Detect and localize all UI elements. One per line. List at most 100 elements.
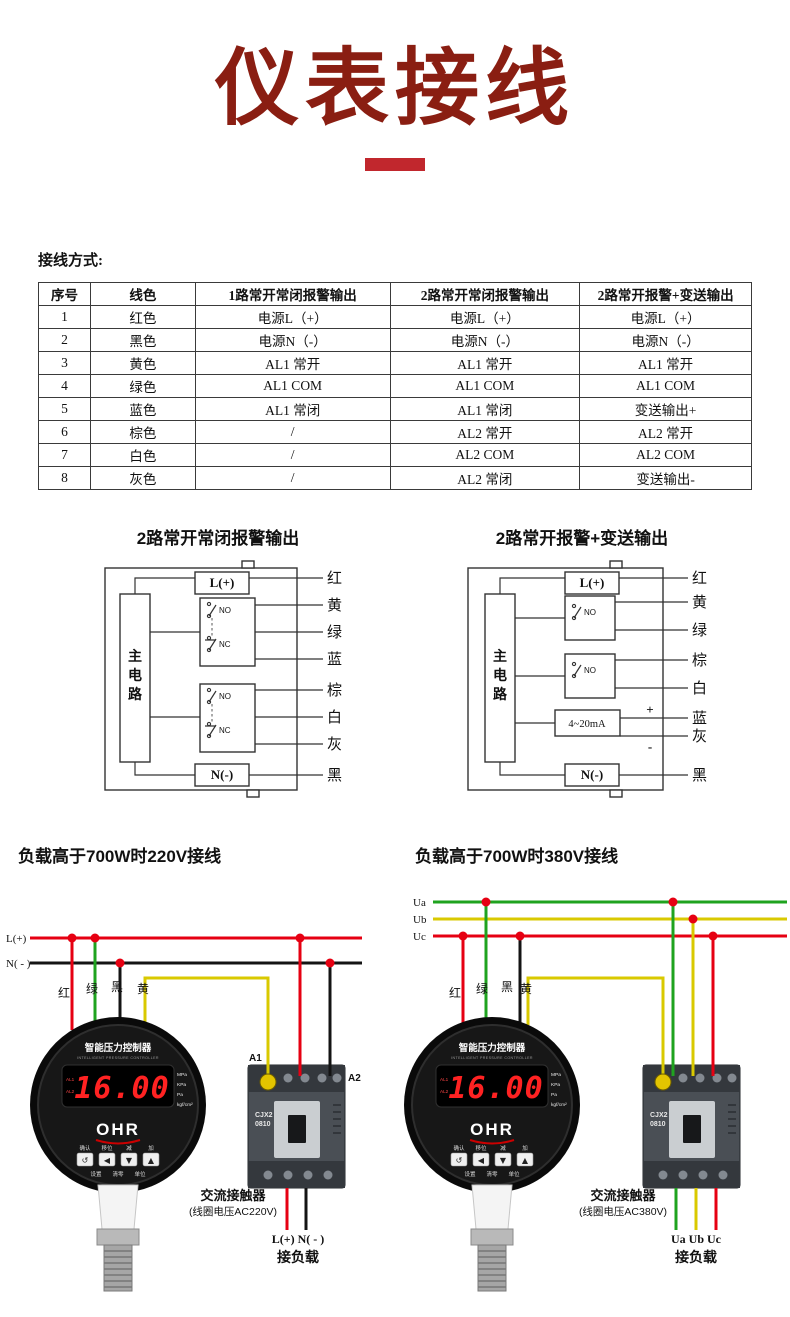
table-cell: 灰色 (89, 466, 196, 490)
table-cell: 棕色 (89, 420, 196, 444)
table-cell: / (194, 466, 391, 490)
pressure-controller-220v (29, 1016, 207, 1292)
minus-sign: - (648, 739, 652, 754)
wire-label-blue: 蓝 (692, 710, 707, 727)
neutral-line-label: N( - ) (6, 958, 31, 970)
main-circuit-label: 主电路 (128, 650, 142, 703)
contact-point (206, 601, 212, 607)
junction-dot (67, 933, 77, 943)
wire-label-black: 黑 (111, 980, 123, 994)
diagram-two-alarm: L(+) NO NC NO NC N(-) 红 黄 绿 蓝 棕 白 灰 黑 (104, 560, 342, 798)
wire-label-black: 黑 (327, 768, 342, 784)
table-cell: AL2 常开 (579, 420, 752, 444)
wire-label-green: 绿 (327, 624, 342, 641)
neutral-terminal: N(-) (581, 767, 603, 782)
junction-dot (708, 931, 718, 941)
top-terminal-tab (609, 560, 623, 569)
plus-sign: + (646, 702, 653, 717)
a1-label: A1 (249, 1053, 262, 1064)
transmitter-label: 4~20mA (568, 719, 606, 730)
contactor-coil-voltage: (线圈电压AC220V) (189, 1205, 277, 1218)
wire-label-green: 绿 (476, 981, 488, 996)
a1-coil-terminal (259, 1073, 277, 1091)
wire-label-gray: 灰 (692, 728, 707, 745)
contactor-coil-voltage: (线圈电压AC380V) (579, 1205, 667, 1218)
table-cell: 7 (38, 443, 91, 467)
table-cell: AL1 COM (579, 374, 752, 398)
contact-point (206, 687, 212, 693)
table-cell: 绿色 (89, 374, 196, 398)
yellow-wire (143, 976, 270, 1080)
table-cell: AL1 常开 (389, 351, 581, 375)
table-cell: 电源N（-） (579, 328, 752, 352)
contact-point (206, 635, 212, 641)
wire (499, 762, 565, 776)
junction-dot (458, 931, 468, 941)
load-terminals-label: L(+) N( - ) (272, 1232, 325, 1246)
no-contact (573, 664, 582, 677)
table-cell: 2 (38, 328, 91, 352)
table-cell: AL2 常闭 (389, 466, 581, 490)
load-terminals-label: Ua Ub Uc (671, 1232, 722, 1246)
wire (615, 601, 688, 631)
title-underline (365, 158, 425, 172)
contact-point (571, 603, 577, 609)
table-cell: 电源L（+） (389, 305, 581, 329)
main-circuit-box (484, 593, 516, 763)
top-terminal-tab (241, 560, 255, 569)
nc-contact (205, 638, 217, 651)
table-cell: 蓝色 (89, 397, 196, 421)
wire-label-yellow: 黄 (692, 594, 707, 611)
panel-380v-title: 负载高于700W时380V接线 (415, 847, 619, 866)
table-cell: 黄色 (89, 351, 196, 375)
nc-contact (205, 724, 217, 737)
a2-label: A2 (348, 1073, 361, 1084)
bottom-terminal-tab (246, 789, 260, 798)
table-cell: 电源L（+） (579, 305, 752, 329)
live-terminal-box (564, 571, 620, 595)
wire-label-black: 黑 (692, 768, 707, 784)
wire-label-red: 红 (58, 985, 70, 1000)
relay2-box (199, 683, 256, 753)
wire-label-brown: 棕 (327, 682, 342, 699)
load-label: 接负载 (675, 1249, 717, 1265)
panel-220v-title: 负载高于700W时220V接线 (18, 847, 222, 866)
wire-label-red: 红 (692, 570, 707, 587)
table-cell: AL1 常闭 (194, 397, 391, 421)
live-terminal: L(+) (210, 575, 235, 590)
table-cell: AL2 COM (389, 443, 581, 467)
table-cell: 白色 (89, 443, 196, 467)
phase-ua-label: Ua (413, 897, 426, 909)
junction-dot (668, 897, 678, 907)
wire-label-white: 白 (692, 680, 707, 697)
table-cell: 6 (38, 420, 91, 444)
table-cell: AL1 COM (194, 374, 391, 398)
live-terminal: L(+) (580, 575, 605, 590)
wire-label-black: 黑 (501, 980, 513, 994)
table-cell: AL2 COM (579, 443, 752, 467)
wire-label-gray: 灰 (327, 736, 342, 753)
wire-label-red: 红 (449, 985, 461, 1000)
table-cell: 电源N（-） (194, 328, 391, 352)
table-cell: 电源L（+） (194, 305, 391, 329)
contact-point (206, 721, 212, 727)
relay1-nc-label: NC (219, 640, 231, 649)
no-contact (573, 606, 582, 619)
table-cell: 4 (38, 374, 91, 398)
wire-label-blue: 蓝 (327, 651, 342, 668)
table-cell: 3 (38, 351, 91, 375)
junction-dot (115, 958, 125, 968)
transmitter-box (554, 709, 621, 737)
table-cell: / (194, 443, 391, 467)
table-cell: AL1 常开 (194, 351, 391, 375)
junction-dot (481, 897, 491, 907)
table-cell: 8 (38, 466, 91, 490)
page-title: 仪表接线 (214, 41, 575, 135)
junction-dot (325, 958, 335, 968)
